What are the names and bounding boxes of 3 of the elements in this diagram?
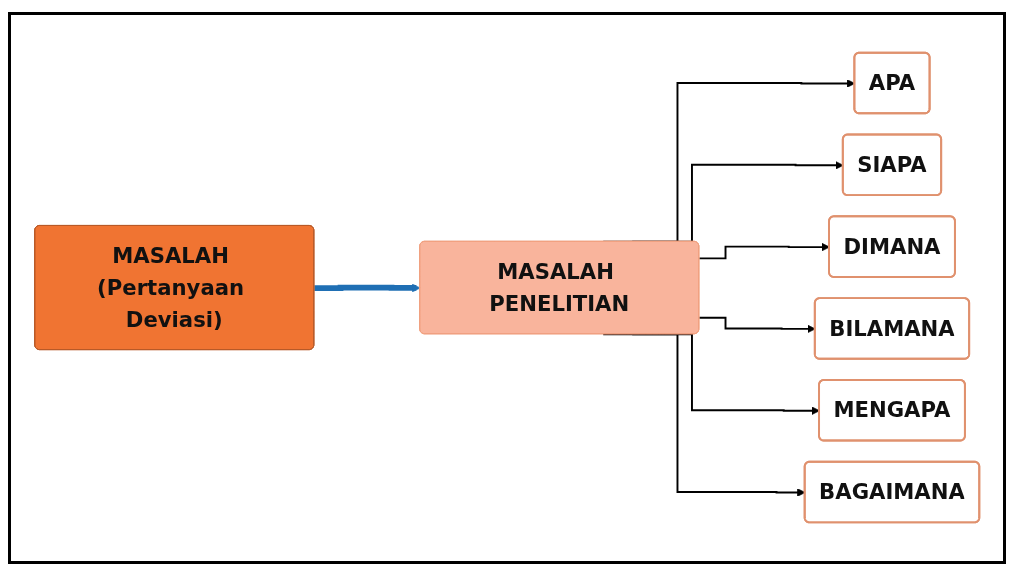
arrow [698, 243, 830, 260]
frame-border: MASALAH (Pertanyaan Deviasi) MASALAH PENELITIAN APA SIAPA DIMANA BILAMANA MENGAPA BAGAIMANA [8, 12, 1006, 564]
arrow [314, 284, 421, 293]
